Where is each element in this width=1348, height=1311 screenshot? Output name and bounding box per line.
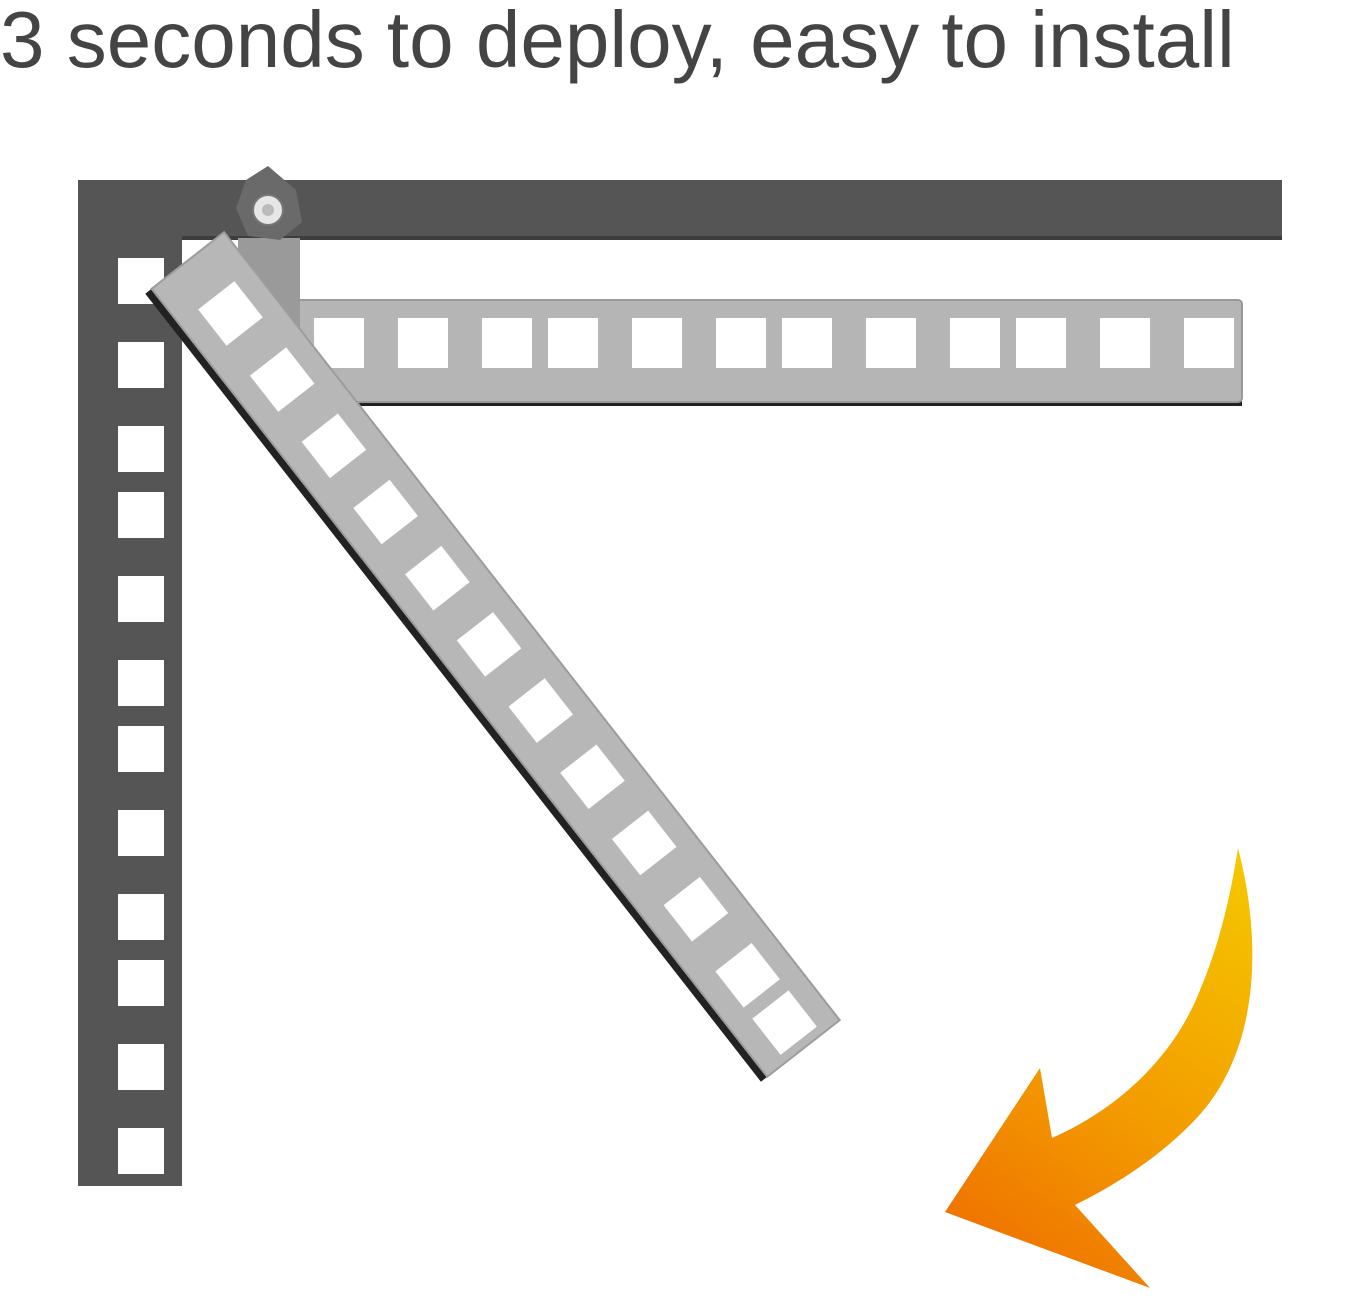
headline: 3 seconds to deploy, easy to install [0,0,1235,84]
diagonal-panel-slots [198,281,817,1055]
hinge-knob [236,166,302,240]
panel-slots [314,318,1234,368]
post-slots [118,258,164,1174]
horizontal-panel [238,238,1243,406]
curved-arrow-icon [945,848,1253,1288]
vertical-post [78,180,182,1186]
diagonal-panel [145,230,842,1082]
